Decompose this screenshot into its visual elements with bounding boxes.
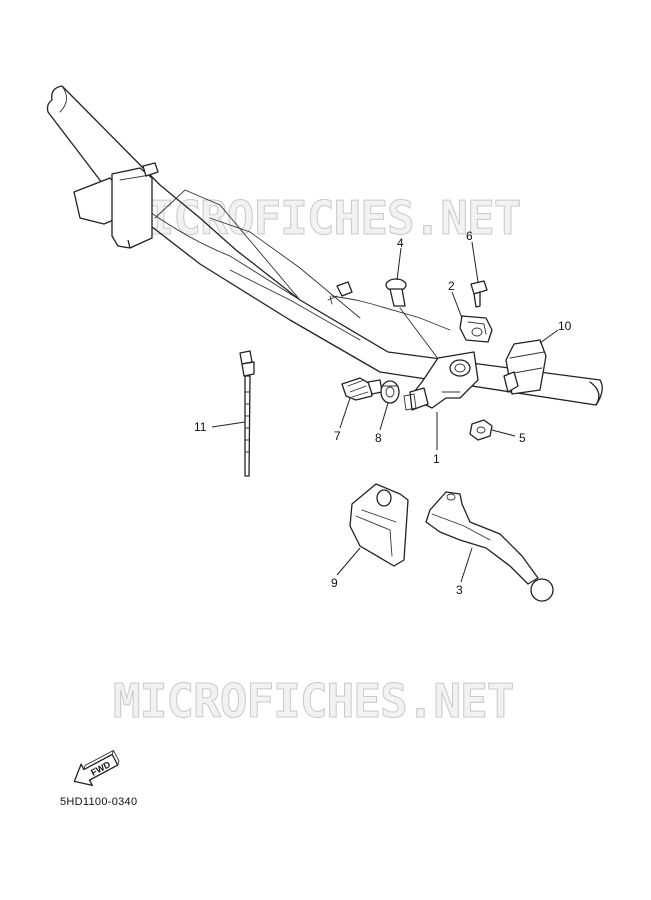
part-10-clamp [503,339,547,395]
left-clamp-block [73,162,159,249]
callout-1: 1 [433,452,440,466]
leader-lines [211,241,559,583]
callout-3: 3 [456,583,463,597]
callout-7: 7 [334,429,341,443]
callout-11: 11 [194,420,207,434]
watermark-top: MICROFICHES.NET [120,191,520,245]
diagram-code: 5HD1100-0340 [60,796,138,808]
fwd-arrow-icon: FWD [73,749,120,787]
callout-10: 10 [558,319,572,333]
part-1-lever-bracket [403,351,479,411]
callout-9: 9 [331,576,338,590]
part-3-lever [425,491,554,602]
callouts: 1 2 3 4 5 6 7 8 9 10 11 [194,229,572,597]
callout-6: 6 [466,229,473,243]
part-8-nut [380,380,400,404]
part-2-holder [459,315,493,343]
part-4-bolt [385,278,461,389]
part-7-adjuster [341,377,383,401]
callout-2: 2 [448,279,455,293]
callout-8: 8 [375,431,382,445]
callout-4: 4 [397,236,404,250]
part-6-screw [470,280,488,308]
switch-wire [327,281,451,331]
part-9-lever-cover [349,483,409,567]
part-11-cable-tie [239,350,255,477]
watermark-bottom: MICROFICHES.NET [113,674,513,728]
handlebar [46,85,603,406]
callout-5: 5 [519,431,526,445]
part-5-nut [469,419,493,441]
